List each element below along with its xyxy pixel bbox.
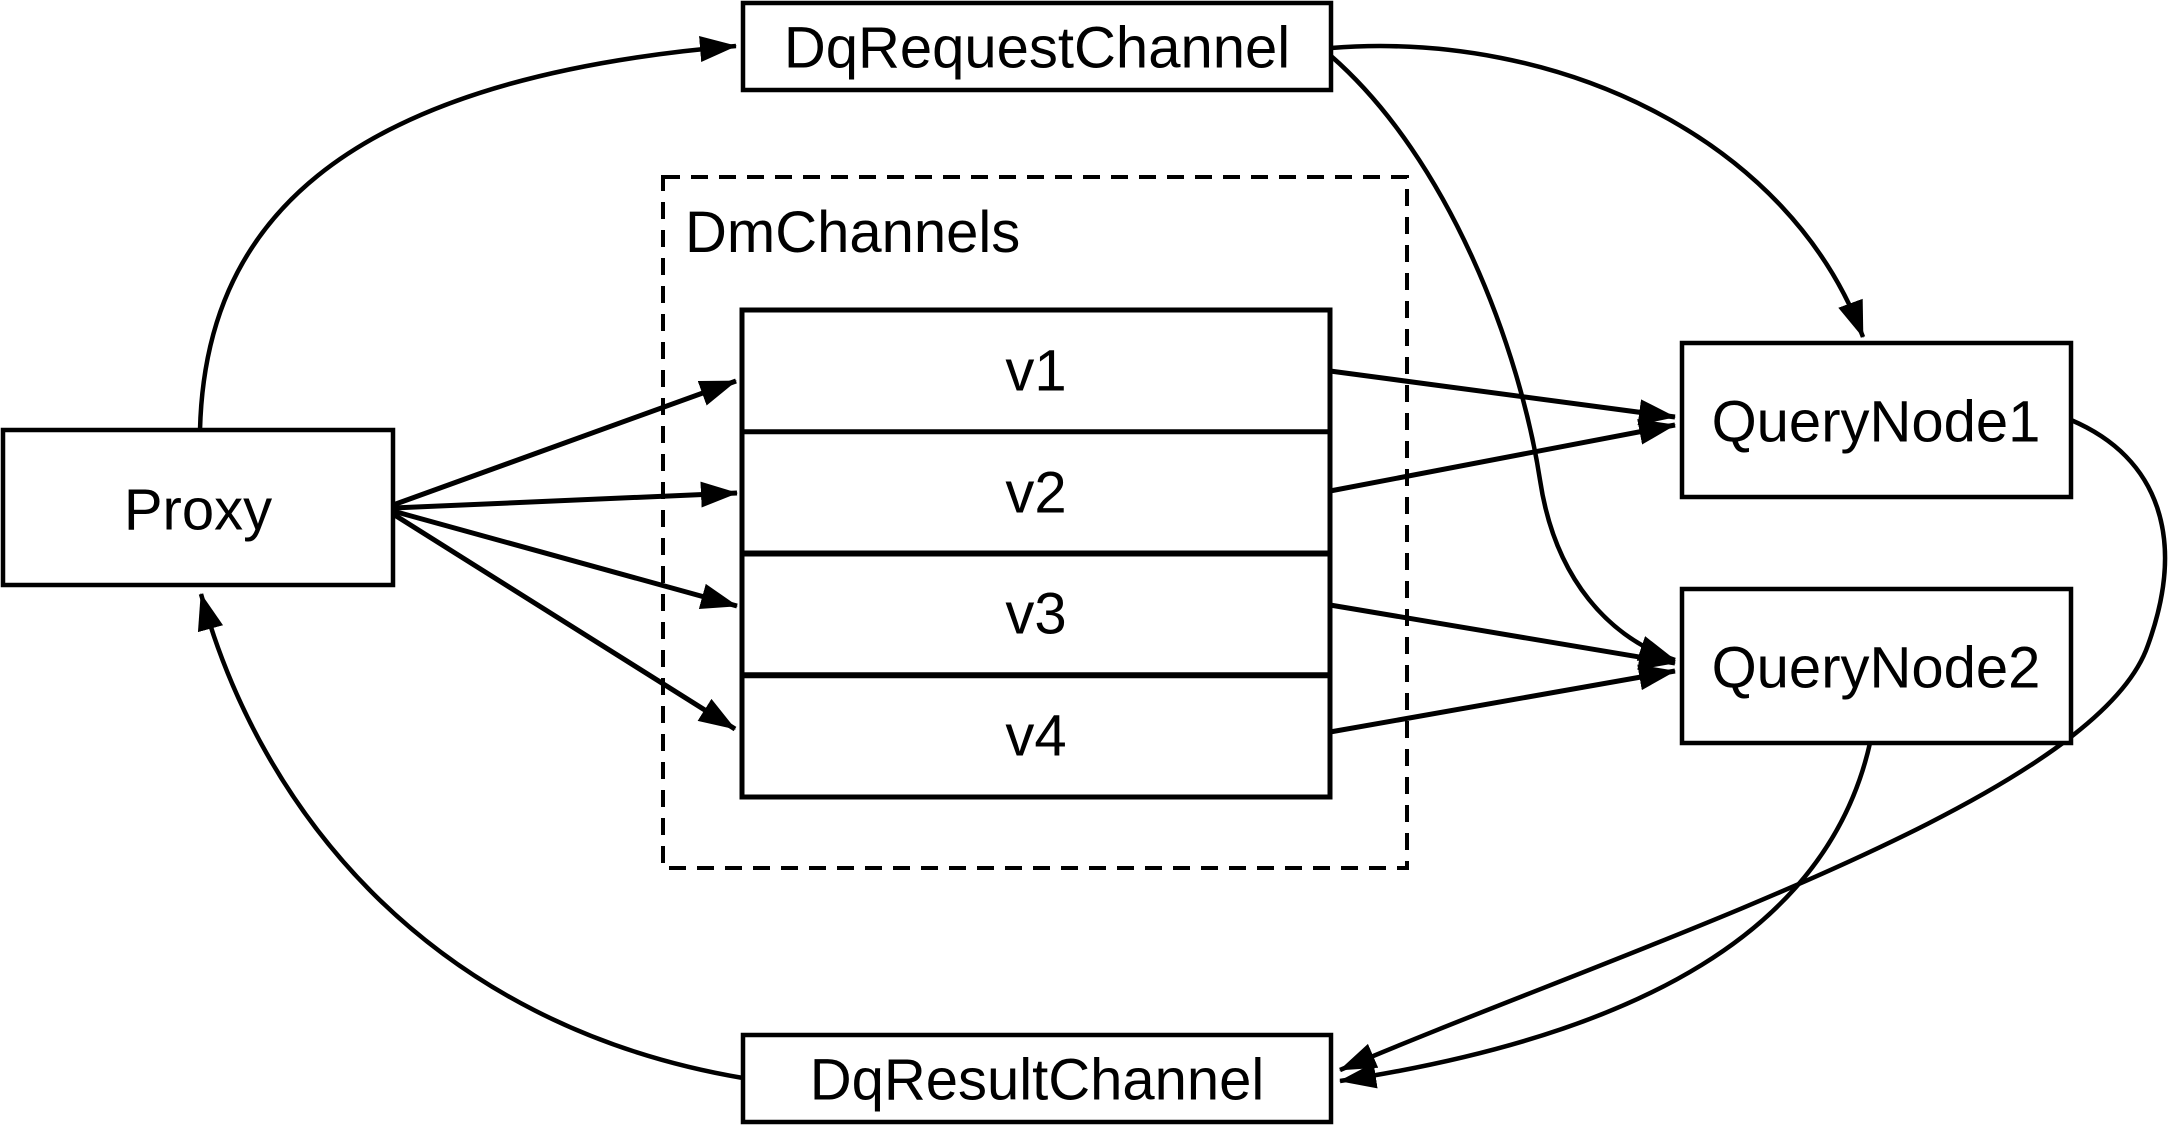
edge-dqrequestchannel-to-querynode1 [1330,43,1866,338]
edge-proxy-to-v4 [391,511,737,732]
dqrequestchannel-box [740,0,1334,93]
channel-row-v2-label: v2 [1005,461,1066,526]
dqresultchannel-label: DqResultChannel [810,1048,1265,1113]
querynode1-node: QueryNode1 [1679,340,2074,500]
dmchannels-label: DmChannels [685,200,1020,265]
edge-dqresultchannel-to-proxy [197,593,744,1081]
channel-row-v1-label: v1 [1005,339,1066,404]
edge-proxy-to-dqrequestchannel [197,36,737,431]
edge-v3-to-querynode2 [1329,602,1676,670]
dmchannels-table: v1 v2 v3 v4 [739,307,1333,800]
proxy-node: Proxy [0,427,396,588]
edge-proxy-to-v2 [392,481,738,511]
edge-querynode1-to-dqresultchannel [1339,417,2168,1073]
dqrequestchannel-label: DqRequestChannel [784,16,1290,81]
querynode2-label: QueryNode2 [1712,636,2041,701]
dqresultchannel-box [740,1032,1334,1125]
querynode1-box [1679,340,2074,500]
edge-v4-to-querynode2 [1329,664,1676,735]
proxy-label: Proxy [124,478,272,543]
querynode2-box [1679,586,2074,746]
edges-layer [197,36,2168,1089]
edge-v1-to-querynode1 [1329,368,1676,426]
proxy-box [0,427,396,588]
dmchannels-group: DmChannels v1 v2 v3 v4 [661,175,1409,870]
edge-dqrequestchannel-to-querynode2 [1329,54,1676,663]
querynode1-label: QueryNode1 [1712,390,2041,455]
dqrequestchannel-node: DqRequestChannel [740,0,1334,93]
querynode2-node: QueryNode2 [1679,586,2074,746]
channel-row-v4-label: v4 [1005,704,1066,769]
edge-proxy-to-v3 [392,508,738,609]
edge-v2-to-querynode1 [1329,418,1676,494]
edge-proxy-to-v1 [392,378,737,508]
dmchannels-group-box [661,175,1409,870]
edge-querynode2-to-dqresultchannel [1339,742,1873,1089]
channel-row-v3-label: v3 [1005,582,1066,647]
dqresultchannel-node: DqResultChannel [740,1032,1334,1125]
